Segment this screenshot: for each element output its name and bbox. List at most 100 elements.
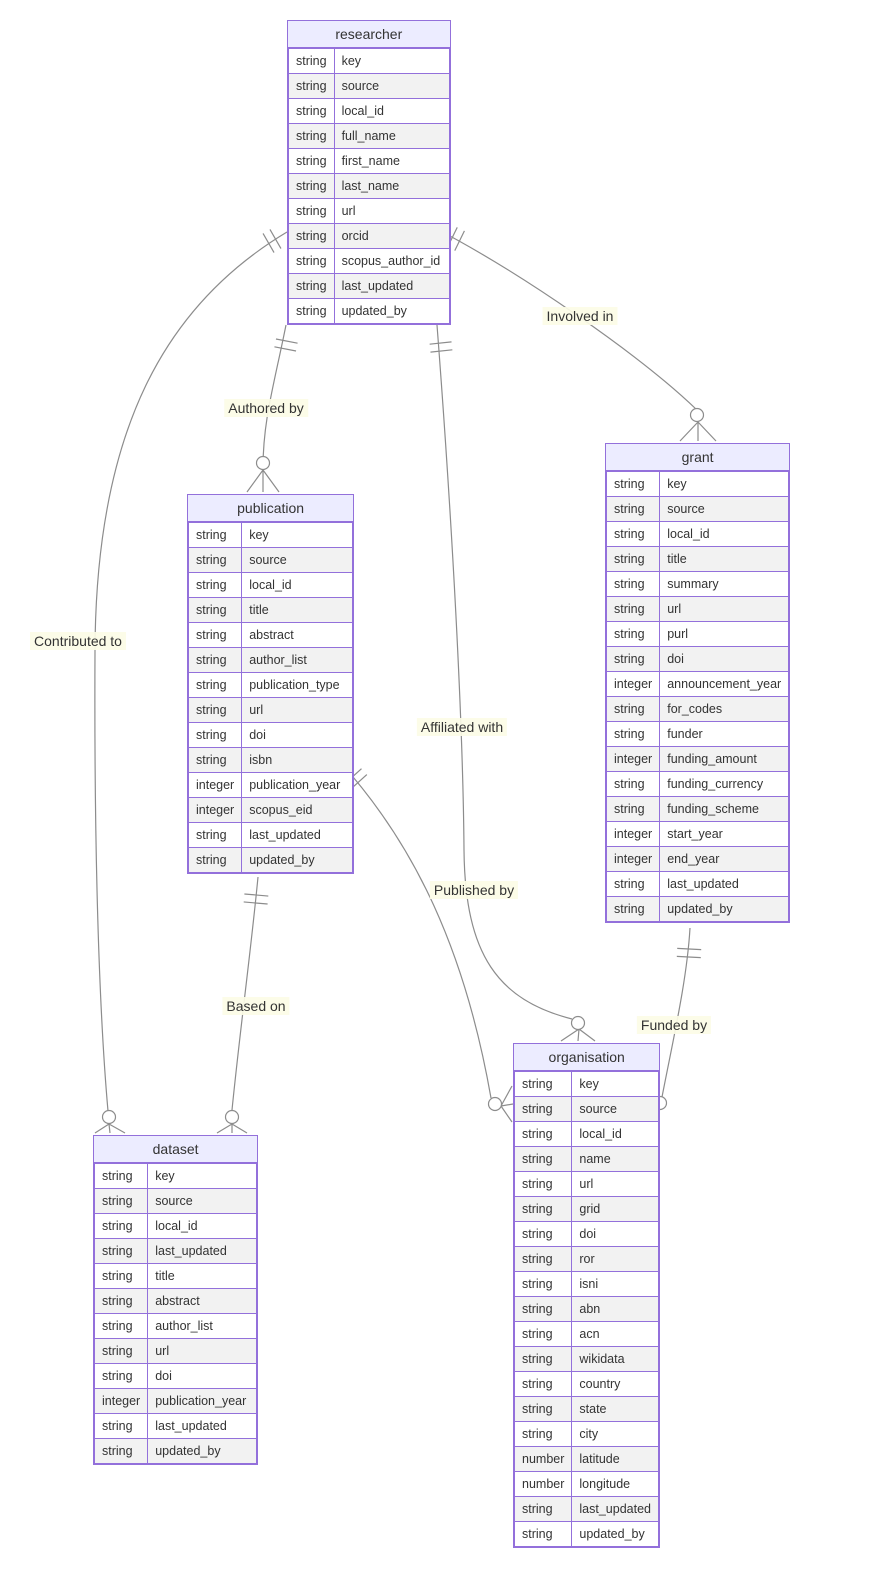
attribute-name: url bbox=[333, 198, 450, 224]
attribute-type: string bbox=[605, 696, 661, 722]
attribute-name: key bbox=[571, 1071, 660, 1097]
attribute-type: string bbox=[288, 123, 335, 149]
attribute-type: string bbox=[513, 1071, 573, 1097]
edge-label-affiliated-with: Affiliated with bbox=[416, 718, 508, 736]
attribute-name: title bbox=[241, 597, 354, 623]
attribute-name: source bbox=[333, 73, 450, 99]
attribute-type: string bbox=[513, 1171, 573, 1197]
attribute-type: string bbox=[513, 1296, 573, 1322]
attribute-type: string bbox=[187, 722, 243, 748]
attribute-type: string bbox=[513, 1196, 573, 1222]
zero-or-many-circle bbox=[487, 1096, 503, 1112]
attribute-name: for_codes bbox=[659, 696, 790, 722]
attribute-name: url bbox=[659, 596, 790, 622]
attribute-name: publication_type bbox=[241, 672, 354, 698]
attribute-name: country bbox=[571, 1371, 660, 1397]
attribute-name: local_id bbox=[571, 1121, 660, 1147]
attribute-name: url bbox=[571, 1171, 660, 1197]
attribute-name: author_list bbox=[147, 1313, 258, 1339]
edge-published-by bbox=[339, 761, 514, 1123]
attribute-type: string bbox=[187, 822, 243, 848]
attribute-name: latitude bbox=[571, 1446, 660, 1472]
attribute-name: state bbox=[571, 1396, 660, 1422]
attribute-type: string bbox=[93, 1363, 149, 1389]
attribute-name: updated_by bbox=[333, 298, 450, 324]
attribute-type: string bbox=[513, 1521, 573, 1547]
attribute-name: title bbox=[659, 546, 790, 572]
attribute-type: string bbox=[513, 1121, 573, 1147]
attribute-name: last_updated bbox=[147, 1413, 258, 1439]
attribute-name: title bbox=[147, 1263, 258, 1289]
attribute-name: updated_by bbox=[659, 896, 790, 922]
attribute-name: announcement_year bbox=[659, 671, 790, 697]
attribute-name: key bbox=[659, 471, 790, 497]
attribute-type: string bbox=[187, 597, 243, 623]
attribute-name: key bbox=[147, 1163, 258, 1189]
attribute-type: string bbox=[513, 1146, 573, 1172]
attribute-name: last_updated bbox=[241, 822, 354, 848]
entity-title: grant bbox=[606, 444, 790, 471]
attribute-type: string bbox=[93, 1163, 149, 1189]
attribute-name: publication_year bbox=[147, 1388, 258, 1414]
attribute-name: doi bbox=[571, 1221, 660, 1247]
attribute-name: purl bbox=[659, 621, 790, 647]
edge-label-contributed-to: Contributed to bbox=[30, 632, 126, 650]
attribute-name: isni bbox=[571, 1271, 660, 1297]
entity-title: researcher bbox=[288, 21, 450, 48]
attribute-name: source bbox=[571, 1096, 660, 1122]
attribute-type: integer bbox=[605, 821, 661, 847]
attribute-type: string bbox=[187, 747, 243, 773]
attribute-type: integer bbox=[605, 846, 661, 872]
attribute-name: city bbox=[571, 1421, 660, 1447]
attribute-name: updated_by bbox=[241, 847, 354, 873]
edge-label-published-by: Published by bbox=[429, 881, 519, 899]
attribute-type: integer bbox=[187, 797, 243, 823]
attribute-name: abstract bbox=[147, 1288, 258, 1314]
attribute-type: string bbox=[605, 721, 661, 747]
attribute-type: string bbox=[605, 496, 661, 522]
attribute-type: string bbox=[605, 596, 661, 622]
attribute-type: string bbox=[288, 48, 335, 74]
attribute-name: source bbox=[659, 496, 790, 522]
attribute-name: doi bbox=[147, 1363, 258, 1389]
attribute-type: string bbox=[605, 896, 661, 922]
attribute-type: string bbox=[187, 547, 243, 573]
attribute-name: url bbox=[147, 1338, 258, 1364]
attribute-name: url bbox=[241, 697, 354, 723]
